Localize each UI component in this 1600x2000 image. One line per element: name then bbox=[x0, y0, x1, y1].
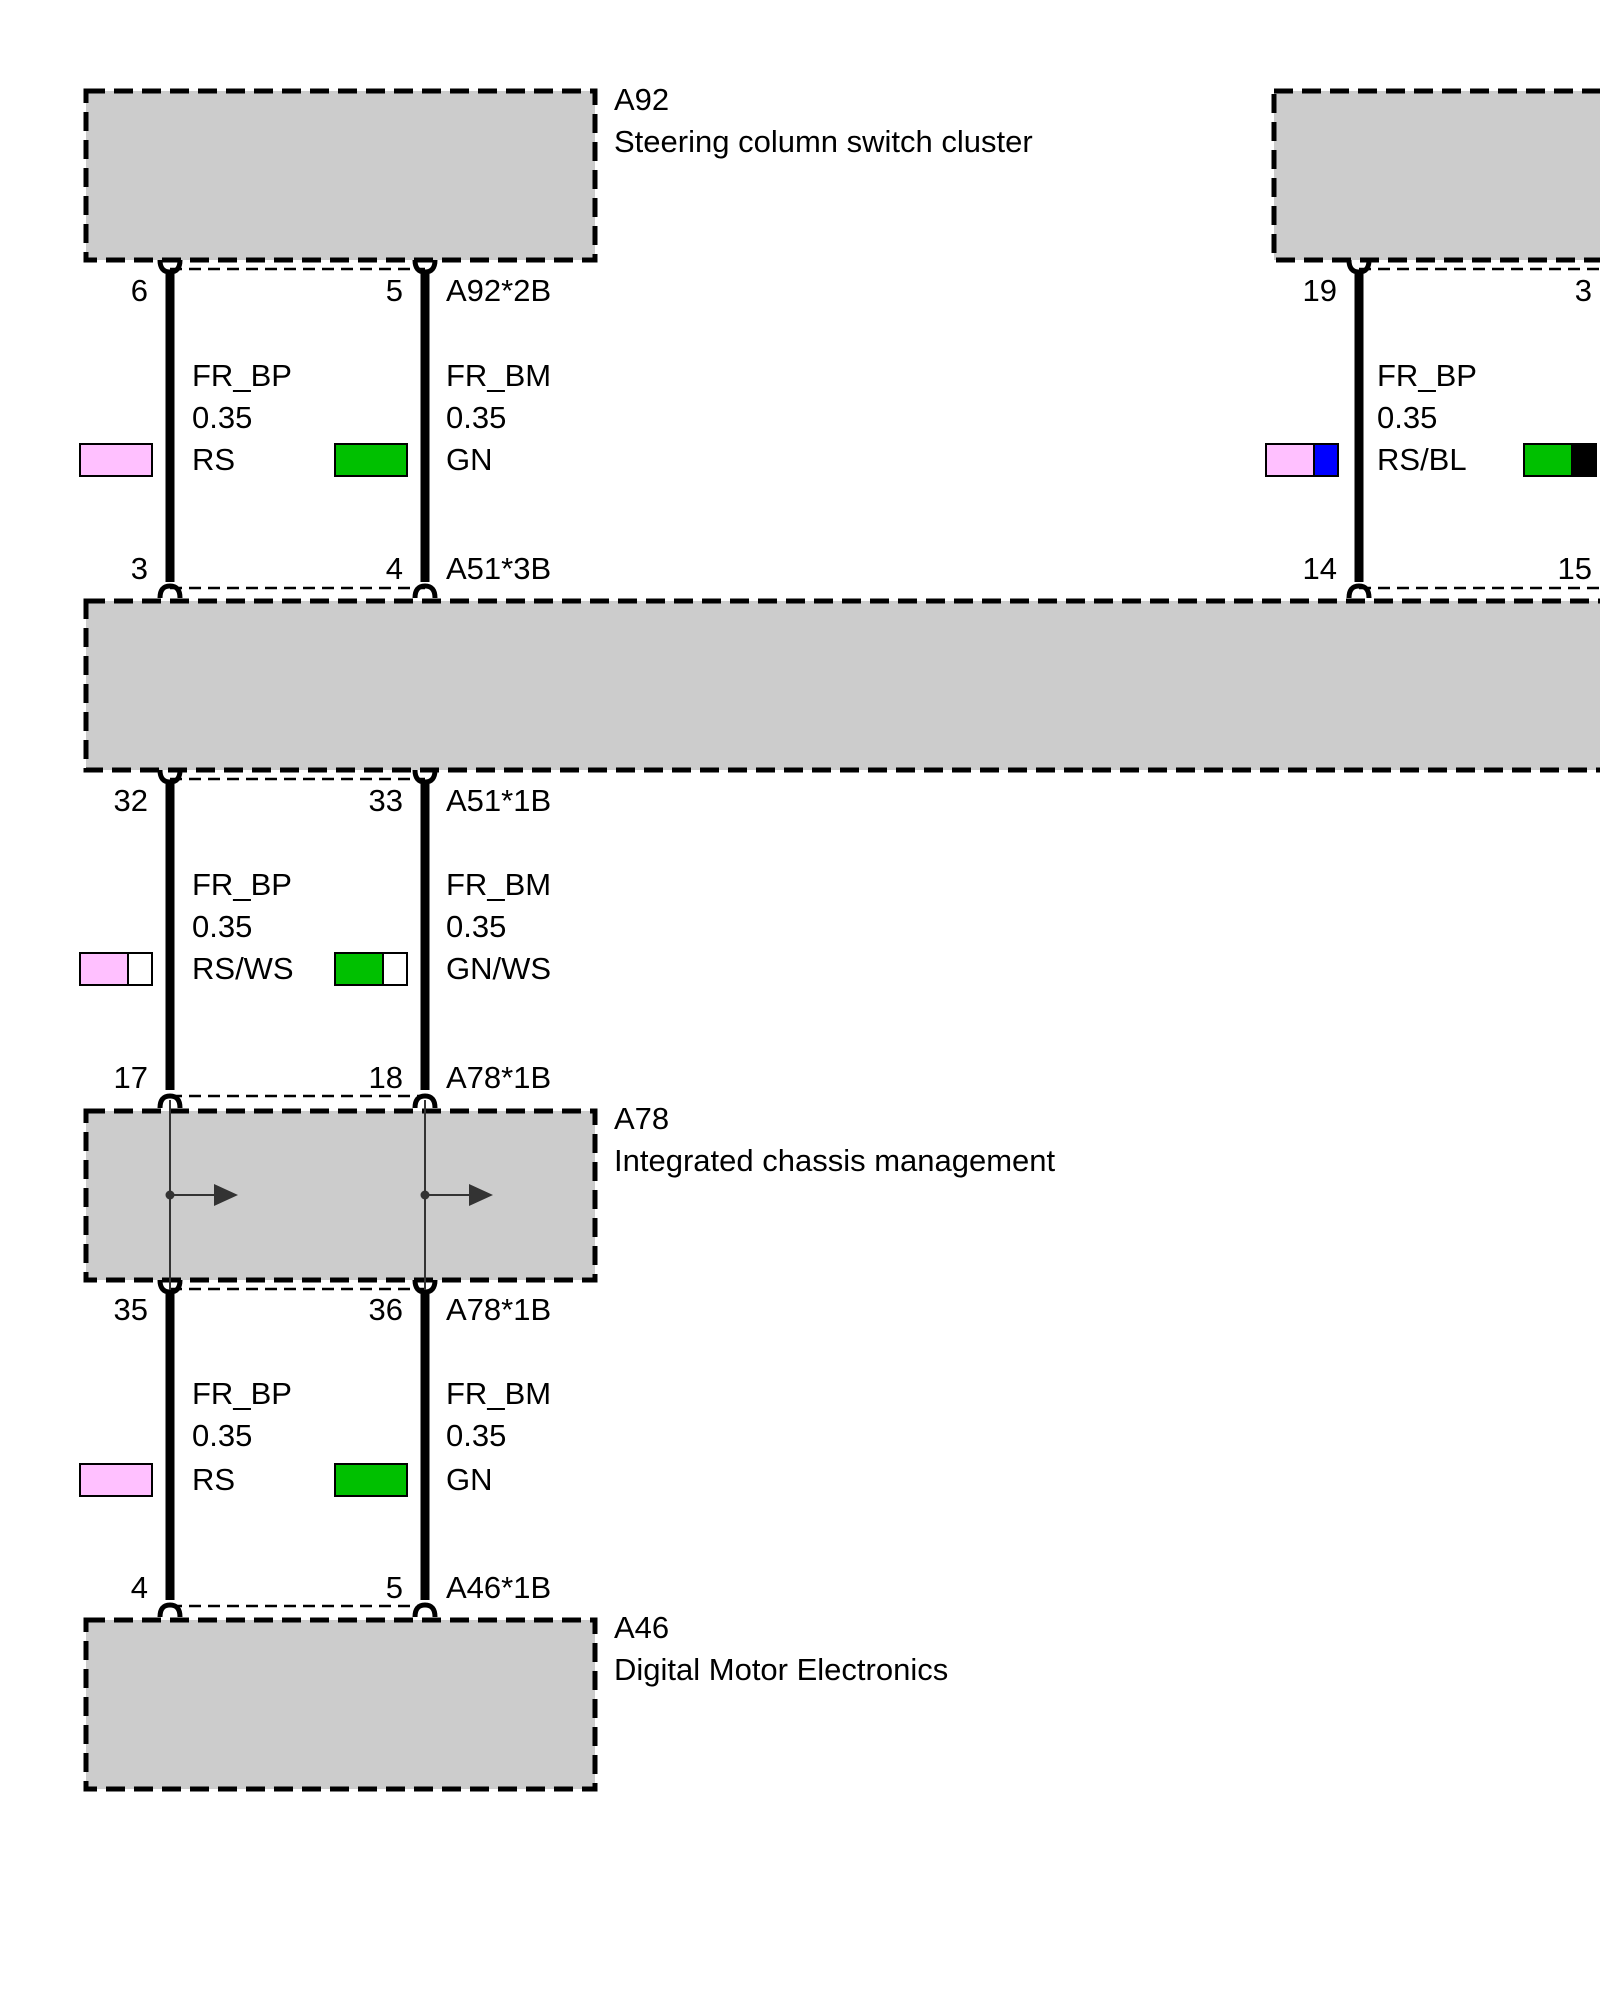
wire-color-swatch bbox=[334, 1463, 408, 1497]
pin-number: 3 bbox=[1575, 273, 1592, 308]
pin-hook bbox=[1346, 583, 1372, 599]
wire-color-swatch bbox=[1265, 443, 1339, 477]
component-id-a46: A46 bbox=[614, 1610, 669, 1645]
swatch-primary bbox=[334, 952, 384, 986]
wire-gauge-label: 0.35 bbox=[192, 909, 252, 944]
wire-gauge-label: 0.35 bbox=[192, 1418, 252, 1453]
component-box-right-top[interactable] bbox=[1271, 88, 1600, 263]
pin-hook bbox=[412, 1602, 438, 1618]
component-name-a78: Integrated chassis management bbox=[614, 1143, 1056, 1178]
wire-color-label: GN/WS bbox=[446, 951, 551, 986]
wire-signal-label: FR_BM bbox=[446, 1376, 551, 1411]
wire-signal-label: FR_BP bbox=[192, 358, 292, 393]
pin-hook bbox=[412, 1279, 438, 1295]
wire-color-label: RS/BL bbox=[1377, 442, 1467, 477]
pin-number: 33 bbox=[369, 783, 403, 818]
pin-hook bbox=[157, 769, 183, 785]
component-id-a78: A78 bbox=[614, 1101, 669, 1136]
wire-color-swatch bbox=[334, 443, 408, 477]
wire-signal-label: FR_BM bbox=[446, 358, 551, 393]
pin-number: 18 bbox=[369, 1060, 403, 1095]
wire-color-label: RS/WS bbox=[192, 951, 294, 986]
swatch-fill bbox=[334, 443, 408, 477]
pin-hook bbox=[157, 1279, 183, 1295]
pin-number: 19 bbox=[1303, 273, 1337, 308]
arrow-right-icon bbox=[214, 1184, 238, 1206]
component-box-a51[interactable] bbox=[83, 598, 1600, 773]
pin-hook bbox=[412, 769, 438, 785]
wire-color-swatch bbox=[79, 952, 153, 986]
component-box-a78[interactable] bbox=[83, 1108, 598, 1283]
swatch-stripe bbox=[1571, 443, 1597, 477]
swatch-fill bbox=[79, 443, 153, 477]
wire-signal-label: FR_BP bbox=[192, 1376, 292, 1411]
wire-gauge-label: 0.35 bbox=[446, 400, 506, 435]
pin-number: 5 bbox=[386, 1570, 403, 1605]
wire-gauge-label: 0.35 bbox=[446, 909, 506, 944]
swatch-primary bbox=[79, 952, 129, 986]
pin-hook bbox=[412, 583, 438, 599]
swatch-stripe bbox=[127, 952, 153, 986]
wire-signal-label: FR_BP bbox=[192, 867, 292, 902]
connector-id-a51-3b: A51*3B bbox=[446, 551, 551, 586]
wire-color-swatch bbox=[79, 443, 153, 477]
pin-hook bbox=[157, 1093, 183, 1109]
pin-number: 6 bbox=[131, 273, 148, 308]
wire-color-swatch bbox=[79, 1463, 153, 1497]
connector-id-a46-1b: A46*1B bbox=[446, 1570, 551, 1605]
swatch-primary bbox=[1523, 443, 1573, 477]
pin-number: 14 bbox=[1303, 551, 1337, 586]
swatch-primary bbox=[1265, 443, 1315, 477]
component-id-a92: A92 bbox=[614, 82, 669, 117]
wire-color-swatch bbox=[334, 952, 408, 986]
wire-gauge-label: 0.35 bbox=[446, 1418, 506, 1453]
swatch-fill bbox=[79, 1463, 153, 1497]
wire-gauge-label: 0.35 bbox=[1377, 400, 1437, 435]
connector-id-a51-1b: A51*1B bbox=[446, 783, 551, 818]
wire-color-swatch bbox=[1523, 443, 1597, 477]
component-box-a46[interactable] bbox=[83, 1617, 598, 1792]
swatch-stripe bbox=[382, 952, 408, 986]
pin-number: 32 bbox=[114, 783, 148, 818]
wire-color-label: RS bbox=[192, 1462, 235, 1497]
component-name-a46: Digital Motor Electronics bbox=[614, 1652, 948, 1687]
pin-hook bbox=[157, 583, 183, 599]
pin-hook bbox=[1346, 259, 1372, 275]
pin-number: 4 bbox=[386, 551, 403, 586]
wire-color-label: RS bbox=[192, 442, 235, 477]
pin-number: 3 bbox=[131, 551, 148, 586]
connector-id-a78-1b-top: A78*1B bbox=[446, 1060, 551, 1095]
wire-signal-label: FR_BM bbox=[446, 867, 551, 902]
connector-id-a92-2b: A92*2B bbox=[446, 273, 551, 308]
pin-number: 4 bbox=[131, 1570, 148, 1605]
pin-hook bbox=[412, 1093, 438, 1109]
component-name-a92: Steering column switch cluster bbox=[614, 124, 1033, 159]
arrow-right-icon bbox=[469, 1184, 493, 1206]
pin-number: 17 bbox=[114, 1060, 148, 1095]
wire-color-label: GN bbox=[446, 1462, 493, 1497]
connector-id-a78-1b-bottom: A78*1B bbox=[446, 1292, 551, 1327]
swatch-stripe bbox=[1313, 443, 1339, 477]
wire-gauge-label: 0.35 bbox=[192, 400, 252, 435]
pin-hook bbox=[412, 259, 438, 275]
wire-signal-label: FR_BP bbox=[1377, 358, 1477, 393]
pin-number: 36 bbox=[369, 1292, 403, 1327]
pin-hook bbox=[157, 1602, 183, 1618]
swatch-fill bbox=[334, 1463, 408, 1497]
component-box-a92[interactable] bbox=[83, 88, 598, 263]
pin-number: 15 bbox=[1558, 551, 1592, 586]
pin-hook bbox=[157, 259, 183, 275]
pin-number: 5 bbox=[386, 273, 403, 308]
pin-number: 35 bbox=[114, 1292, 148, 1327]
wire-color-label: GN bbox=[446, 442, 493, 477]
